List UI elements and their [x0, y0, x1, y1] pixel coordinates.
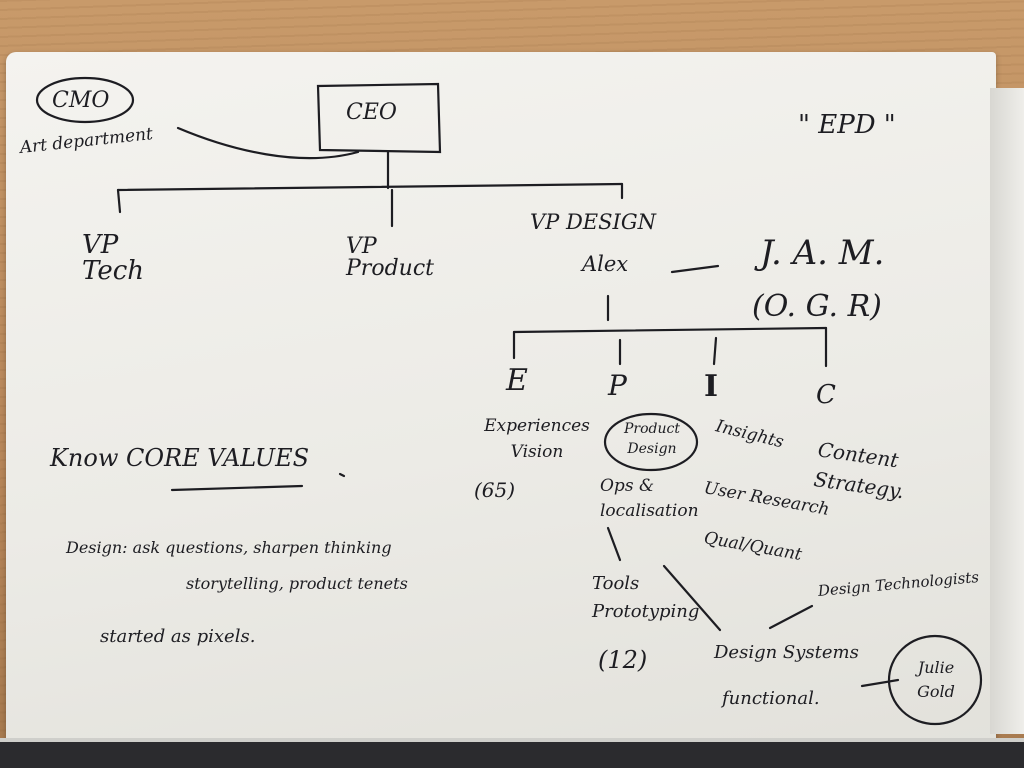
page-stack-edge [0, 738, 1024, 744]
p-count-label: (12) [598, 646, 648, 674]
ceo-label: CEO [346, 100, 397, 125]
functional-julie-link [860, 678, 900, 688]
functional-label: functional. [722, 688, 820, 709]
note-line-3: started as pixels. [100, 626, 256, 647]
product-design-circle [603, 412, 699, 472]
vp-bar [116, 182, 624, 192]
core-values-dot [338, 472, 346, 478]
branch-c-label: C [816, 380, 836, 410]
notebook-right-page-edge [990, 88, 1024, 734]
core-values-heading: Know CORE VALUES [50, 444, 310, 472]
note-line-1: Design: ask questions, sharpen thinking [66, 538, 392, 557]
art-department-curve [176, 126, 360, 160]
julie-gold-circle [887, 634, 983, 726]
vp-tech-label: VP Tech [82, 230, 145, 286]
note-line-2: storytelling, product tenets [186, 574, 408, 593]
product-design-label: Product Design [624, 421, 680, 457]
branch-i-label: I [704, 369, 719, 404]
notebook-cover-edge [0, 742, 1024, 768]
notebook-page [6, 52, 996, 752]
design-systems-label: Design Systems [714, 642, 859, 663]
i-stem [712, 336, 718, 366]
branch-e-label: E [506, 363, 528, 398]
cmo-label: CMO [52, 88, 110, 113]
ogr-label: (O. G. R) [752, 289, 882, 324]
epd-label: " EPD " [798, 110, 896, 140]
alex-label: Alex [582, 252, 629, 276]
experiences-vision-label: Experiences Vision [484, 416, 590, 462]
branch-p-label: P [608, 369, 627, 402]
ceo-box [316, 82, 442, 154]
vp-design-label: VP DESIGN [530, 210, 656, 234]
alex-jam-link [670, 264, 720, 274]
cmo-circle [35, 76, 135, 124]
vp-tech-stem [116, 188, 122, 214]
tools-prototyping-label: Tools Prototyping [592, 573, 700, 622]
design-technologists-link [768, 604, 814, 630]
julie-gold-label: Julie Gold [917, 658, 955, 701]
e-count-label: (65) [474, 478, 516, 502]
core-values-underline [170, 484, 304, 492]
ops-tools-link [606, 526, 622, 562]
ops-localisation-label: Ops & localisation [600, 476, 699, 521]
ops-design-systems-link [662, 564, 722, 632]
vp-product-label: VP Product [346, 234, 434, 281]
jam-label: J. A. M. [760, 233, 885, 273]
epic-bar [512, 326, 828, 334]
